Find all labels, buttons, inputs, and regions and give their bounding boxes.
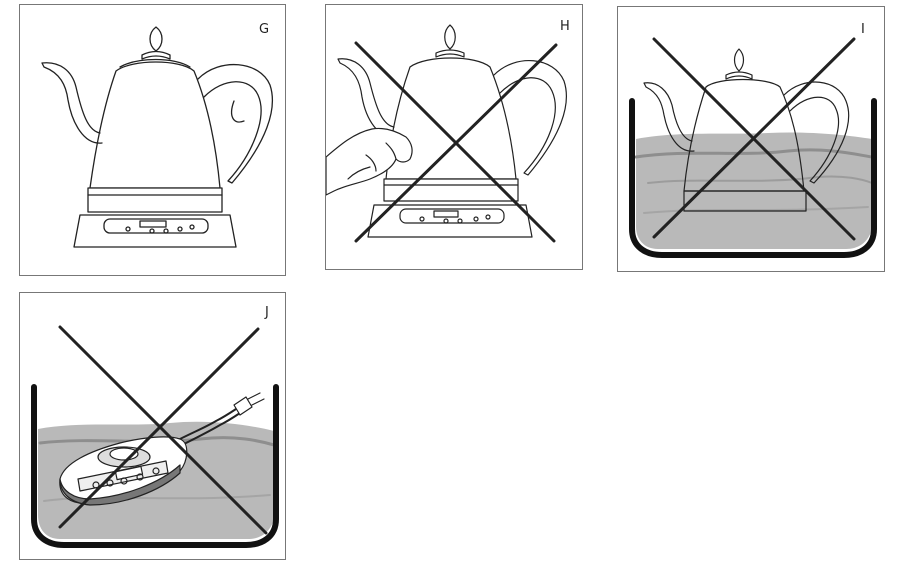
panel-letter: H	[560, 19, 570, 34]
panel-j-base-in-water: J	[19, 292, 286, 560]
panel-letter: J	[265, 305, 269, 320]
base-in-water-illustration	[31, 325, 279, 548]
panel-i-kettle-in-water: I	[617, 6, 885, 272]
kettle-in-water-illustration	[629, 37, 877, 258]
kettle-illustration	[41, 26, 274, 248]
panel-h-hand-touching-kettle: H	[325, 4, 583, 270]
panel-g-kettle-on-base: G	[19, 4, 286, 276]
kettle-illustration	[326, 24, 567, 243]
panel-letter: G	[259, 22, 270, 37]
panel-letter: I	[861, 22, 865, 37]
